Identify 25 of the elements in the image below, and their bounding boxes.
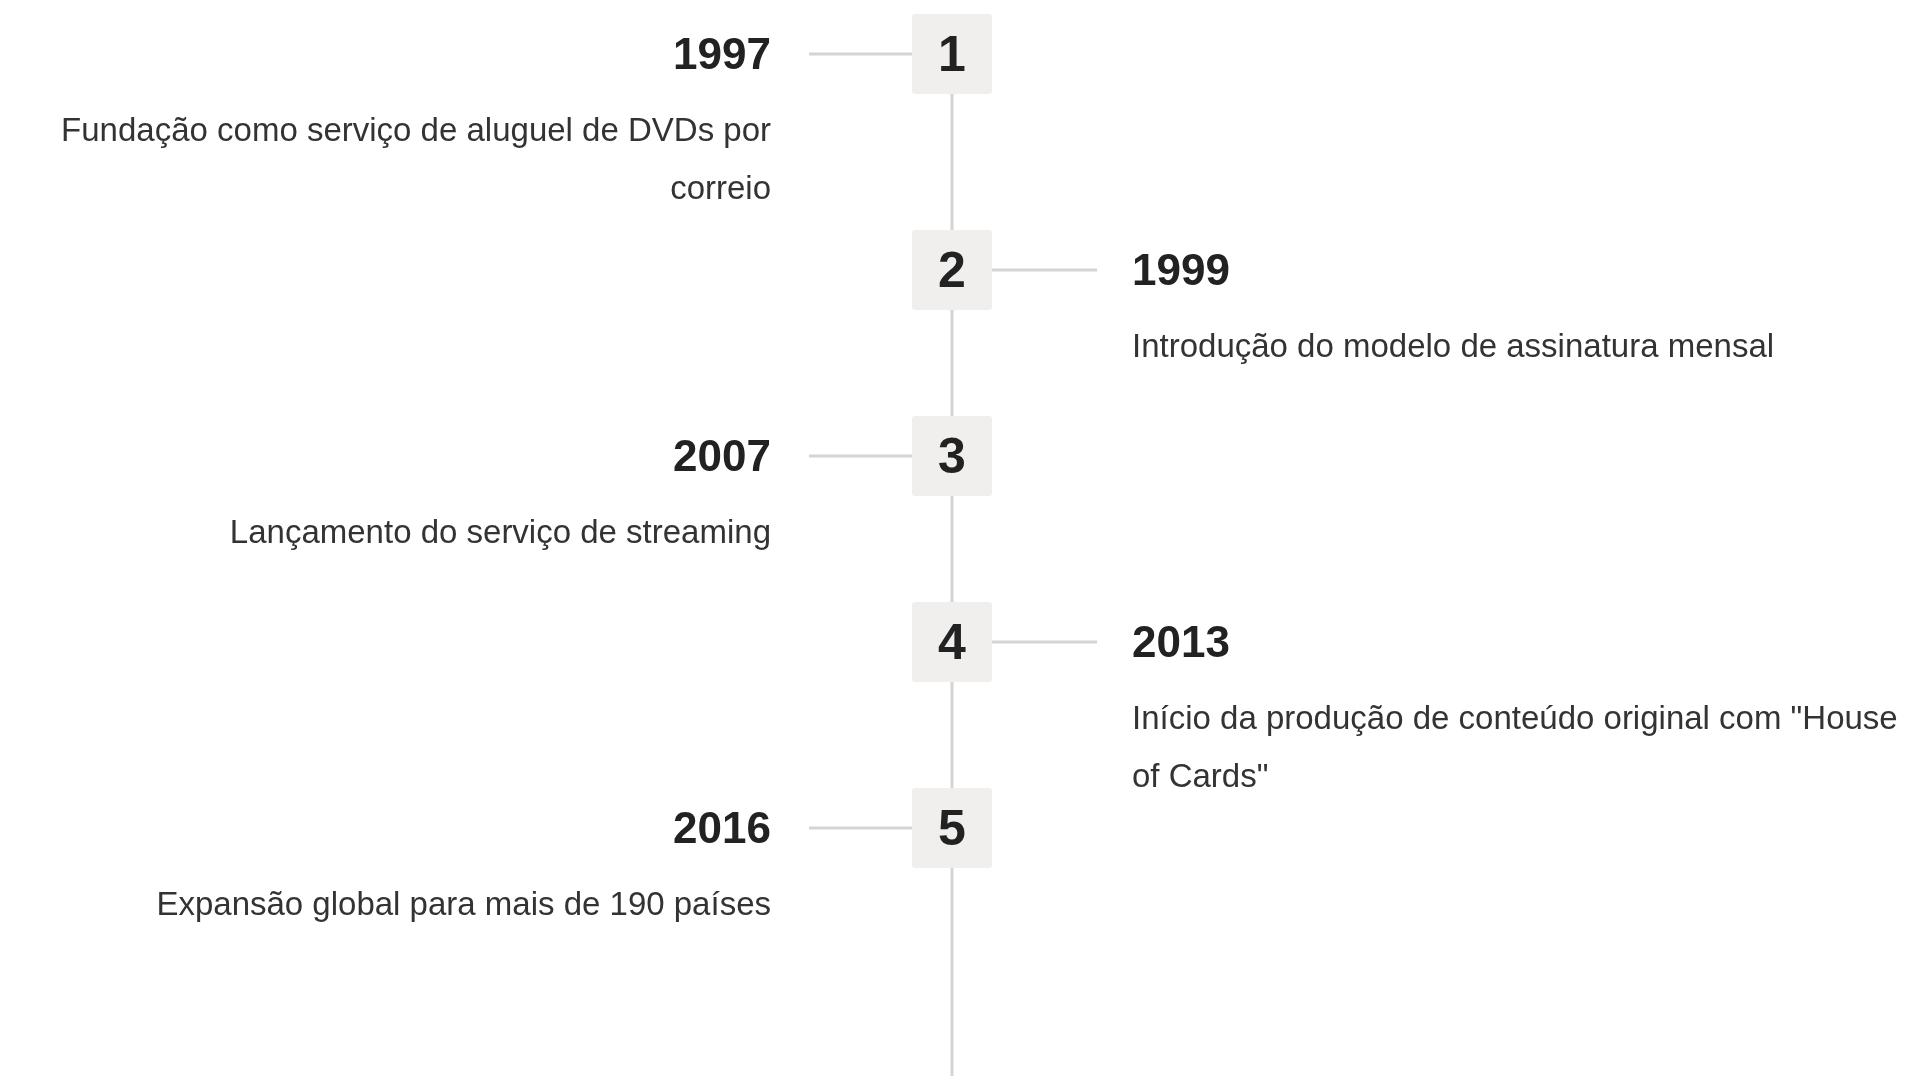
year-heading: 2016 (673, 802, 771, 854)
year-heading: 1997 (673, 28, 771, 80)
connector-line (992, 268, 1097, 272)
event-description: Lançamento do serviço de streaming (229, 512, 771, 552)
step-number-box: 1 (912, 14, 992, 94)
step-number-box: 4 (912, 602, 992, 682)
connector-line (809, 826, 912, 830)
event-description: Expansão global para mais de 190 países (156, 884, 771, 924)
step-number-box: 3 (912, 416, 992, 496)
connector-line (809, 454, 912, 458)
connector-line (950, 94, 954, 230)
connector-line (992, 640, 1097, 644)
connector-line (950, 682, 954, 788)
year-heading: 2007 (673, 430, 771, 482)
connector-line (950, 310, 954, 416)
year-heading: 1999 (1132, 244, 1230, 296)
event-description: Fundação como serviço de aluguel de DVDs por correio (60, 110, 771, 208)
connector-line (950, 868, 954, 1076)
year-heading: 2013 (1132, 616, 1230, 668)
step-number-box: 5 (912, 788, 992, 868)
connector-line (809, 52, 912, 56)
step-number-box: 2 (912, 230, 992, 310)
event-description: Introdução do modelo de assinatura mensal (1132, 326, 1775, 366)
connector-line (950, 496, 954, 602)
event-description: Início da produção de conteúdo original com "House of Cards" (1132, 698, 1899, 796)
